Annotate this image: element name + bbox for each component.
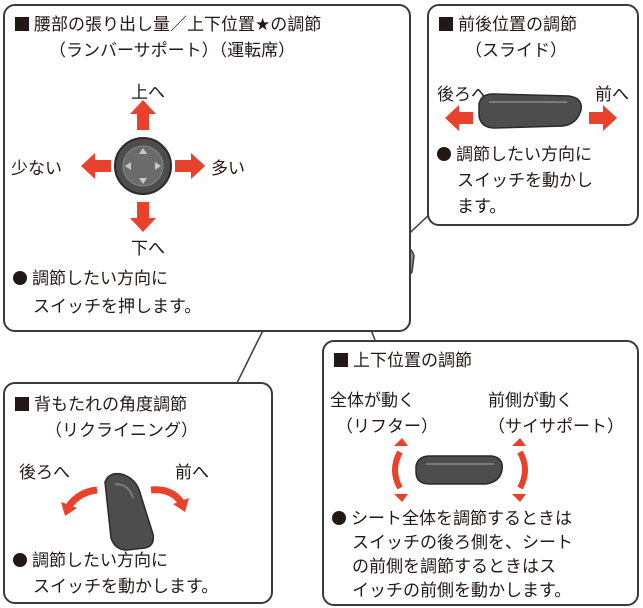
arrow-up-icon [130,100,156,130]
slide-panel: 前後位置の調節 （スライド） 後ろへ 前へ 調節したい方向に スイッチを動かし … [427,4,639,226]
height-front-label: 前側が動く [488,391,573,411]
height-whole-label: 全体が動く [330,391,415,411]
slide-switch-icon [478,93,582,129]
lumbar-less-label: 少ない [11,159,62,179]
height-title: 上下位置の調節 [334,350,472,372]
recline-front-label: 前へ [175,463,209,483]
bullet-icon [332,511,346,525]
arrow-front-icon [589,105,617,131]
height-note-line3: の前側を調節するときはス [352,557,556,577]
recline-diagram [61,472,189,551]
section-marker-icon [439,17,453,31]
arrow-front-updown-icon [517,450,528,490]
lumbar-note-line1: 調節したい方向に [13,268,168,290]
height-front-sub: （サイサポート） [488,417,624,437]
lumbar-note-line2: スイッチを押します。 [33,297,202,317]
slide-title: 前後位置の調節 [439,14,577,36]
arrow-recline-front-icon [150,486,184,505]
recline-lever-icon [104,472,155,551]
slide-back-label: 後ろへ [437,85,488,105]
recline-subtitle: （リクライニング） [45,421,198,441]
arrow-down-icon [130,202,156,232]
arrow-back-icon [445,105,473,131]
lumbar-diagram [81,100,205,232]
recline-title: 背もたれの角度調節 [15,394,187,416]
slide-note-line1: 調節したい方向に [437,144,592,166]
lumbar-subtitle: （ランバーサポート）（運転席） [49,41,296,61]
height-note-line1: シート全体を調節するときは [332,508,572,530]
slide-note-line2: スイッチを動かし [457,171,593,191]
lumbar-more-label: 多い [211,159,245,179]
recline-note-line2: スイッチを動かします。 [33,577,219,597]
arrow-whole-updown-icon [392,450,403,490]
bullet-icon [13,553,27,567]
bullet-icon [437,147,451,161]
slide-subtitle: （スライド） [465,41,567,61]
slide-diagram [445,93,617,131]
recline-panel: 背もたれの角度調節 （リクライニング） 後ろへ 前へ 調節したい方向に スイッチ… [3,382,273,604]
arrow-left-icon [81,153,111,179]
recline-back-label: 後ろへ [19,463,70,483]
height-note-line2: スイッチの後ろ側を、シート [352,533,573,553]
arrow-right-icon [175,153,205,179]
section-marker-icon [15,397,29,411]
recline-note-line1: 調節したい方向に [13,550,168,572]
height-switch-icon [415,455,504,485]
lumbar-down-label: 下へ [131,239,165,259]
slide-front-label: 前へ [595,85,629,105]
bullet-icon [13,271,27,285]
lumbar-panel: 腰部の張り出し量／上下位置★の調節 （ランバーサポート）（運転席） 上へ 少ない… [3,4,411,332]
slide-note-line3: ます。 [457,197,507,217]
height-panel: 上下位置の調節 全体が動く （リフター） 前側が動く （サイサポート） シート全… [322,340,639,606]
height-note-line4: イッチの前側を動かします。 [352,581,572,601]
section-marker-icon [15,17,29,31]
arrow-recline-back-icon [66,486,98,509]
lumbar-up-label: 上へ [131,83,165,103]
lumbar-title: 腰部の張り出し量／上下位置★の調節 [15,14,321,36]
height-diagram [392,438,528,502]
section-marker-icon [334,353,348,367]
height-whole-sub: （リフター） [336,417,438,437]
